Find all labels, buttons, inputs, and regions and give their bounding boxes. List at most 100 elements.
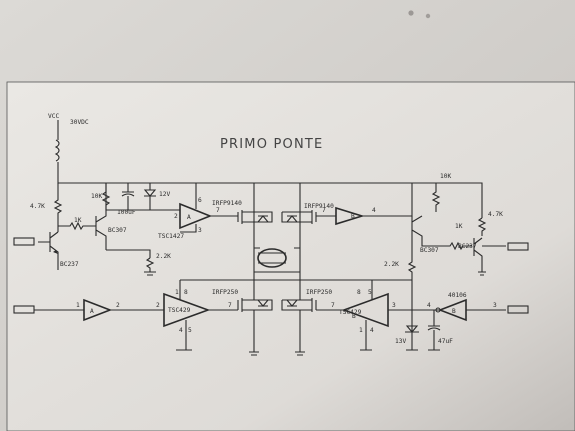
input-connector-left (13, 237, 35, 246)
label-30vdc: 30VDC (70, 119, 89, 126)
tsc1427-supply (180, 183, 197, 233)
label-tsc429-right: TSC429 (339, 309, 362, 316)
diode-irfp250-left (254, 299, 273, 311)
resistor-4k7-right (477, 217, 487, 236)
label-pin-4-right429: 4 (370, 327, 374, 334)
label-ic-b-top: B (351, 213, 355, 220)
label-tsc1427: TSC1427 (158, 233, 184, 240)
bridge-verticals (253, 183, 301, 272)
label-pin-2-left429: 2 (156, 302, 160, 309)
label-irfp250-left: IRFP250 (212, 289, 238, 296)
label-r-2k2-right: 2.2K (384, 261, 399, 268)
resistor-2k2-right (407, 236, 417, 332)
label-r-10k-right: 10K (440, 173, 451, 180)
label-inverter-b: B (452, 308, 456, 315)
input-connector-right (507, 242, 529, 251)
mosfet-irfp9140-right (300, 210, 317, 224)
label-pin-3-tsc1427: 3 (198, 227, 202, 234)
label-40106: 40106 (448, 292, 467, 299)
diode-irfp250-right (281, 299, 300, 311)
label-tsc429-left: TSC429 (168, 307, 191, 314)
capacitor-47uf (427, 310, 441, 351)
top-rail-right (412, 182, 483, 218)
label-pin-7-tsc1427: 7 (216, 207, 220, 214)
label-pin-3-right429: 3 (392, 302, 396, 309)
bridge-lower (253, 272, 301, 352)
tsc429-left-wires (176, 280, 238, 351)
input-connector-bottom-right (507, 305, 529, 314)
label-pin-1-buffer: 1 (76, 302, 80, 309)
label-pin-4-left429: 4 (179, 327, 183, 334)
label-vcc: VCC (48, 113, 59, 120)
label-pin-2-buffer: 2 (116, 302, 120, 309)
label-irfp9140-right: IRFP9140 (304, 203, 334, 210)
circuit (13, 120, 529, 356)
transistor-bc237-left (38, 231, 59, 270)
bc307-collector (106, 249, 151, 258)
label-r-4k7-right: 4.7K (488, 211, 503, 218)
label-r-4k7-left: 4.7K (30, 203, 45, 210)
resistor-2k2-left (144, 257, 156, 276)
transistor-bc307-left (95, 183, 107, 250)
mosfet-irfp9140-left (237, 210, 254, 224)
motor-body (258, 252, 286, 264)
transistor-bc307-right (411, 215, 472, 251)
label-pin-5-right429: 5 (368, 289, 372, 296)
label-pin-1-right429: 1 (359, 327, 363, 334)
motor (257, 248, 287, 268)
bridge-ground (249, 351, 305, 356)
label-pin-1-left429: 1 (175, 289, 179, 296)
label-r-1k-left: 1K (74, 217, 82, 224)
gate-driver-tsc1427 (179, 202, 213, 230)
bc237-left-arrow (53, 250, 58, 254)
label-pin-7-right429: 7 (331, 302, 335, 309)
tsc429-right-wires (316, 280, 373, 351)
label-bc307-right: BC307 (420, 247, 439, 254)
label-r-1k-right: 1K (455, 223, 463, 230)
transistor-bc237-right (473, 237, 486, 276)
label-zener-12v-top: 12V (159, 191, 170, 198)
ring-binder-holes (408, 10, 431, 19)
label-bc307-left: BC307 (108, 227, 127, 234)
label-r-10k-left: 10K (91, 193, 102, 200)
label-pin-4-40106: 4 (427, 302, 431, 309)
label-c-100uf: 100uF (117, 209, 136, 216)
component-labels: VCC 30VDC 4.7K 1K 10K 100uF 12V BC237 BC… (30, 113, 503, 345)
zener-12v-top (143, 183, 157, 210)
label-pin-4-b-top: 4 (372, 207, 376, 214)
diode-irfp9140-left (254, 211, 273, 223)
label-irfp250-right: IRFP250 (306, 289, 332, 296)
diode-irfp9140-right (281, 211, 300, 223)
label-bc237-right: BC237 (458, 243, 477, 250)
zener-13v (405, 325, 419, 351)
buffer-a (83, 298, 113, 322)
resistor-4k7-left (53, 183, 63, 232)
label-pin-8-right429: 8 (357, 289, 361, 296)
mosfet-irfp250-left (237, 298, 254, 312)
label-pin-b-right429: B (352, 313, 356, 320)
label-irfp9140-left: IRFP9140 (212, 200, 242, 207)
resistor-10k-left (101, 183, 180, 211)
capacitor-100uf (121, 183, 135, 210)
label-pin-7-left429: 7 (228, 302, 232, 309)
label-ic-a-top: A (187, 214, 191, 221)
tsc429-left (163, 292, 211, 328)
resistor-10k-right (431, 183, 441, 212)
label-r-2k2-left: 2.2K (156, 253, 171, 260)
label-pin-3-40106: 3 (493, 302, 497, 309)
label-buffer-a: A (90, 308, 94, 315)
label-c-47uf: 47uF (438, 338, 453, 345)
mid-rail (180, 271, 412, 281)
schematic-sheet (6, 81, 575, 431)
resistor-1k-left (58, 221, 96, 231)
label-pin-7-b-top: 7 (322, 207, 326, 214)
inductor (54, 139, 60, 162)
label-pin-5-left429: 5 (188, 327, 192, 334)
label-zener-13v: 13V (395, 338, 406, 345)
label-pin-8-left429: 8 (184, 289, 188, 296)
label-bc237-left: BC237 (60, 261, 79, 268)
label-pin-6-tsc1427: 6 (198, 197, 202, 204)
mosfet-irfp250-right (300, 298, 317, 312)
